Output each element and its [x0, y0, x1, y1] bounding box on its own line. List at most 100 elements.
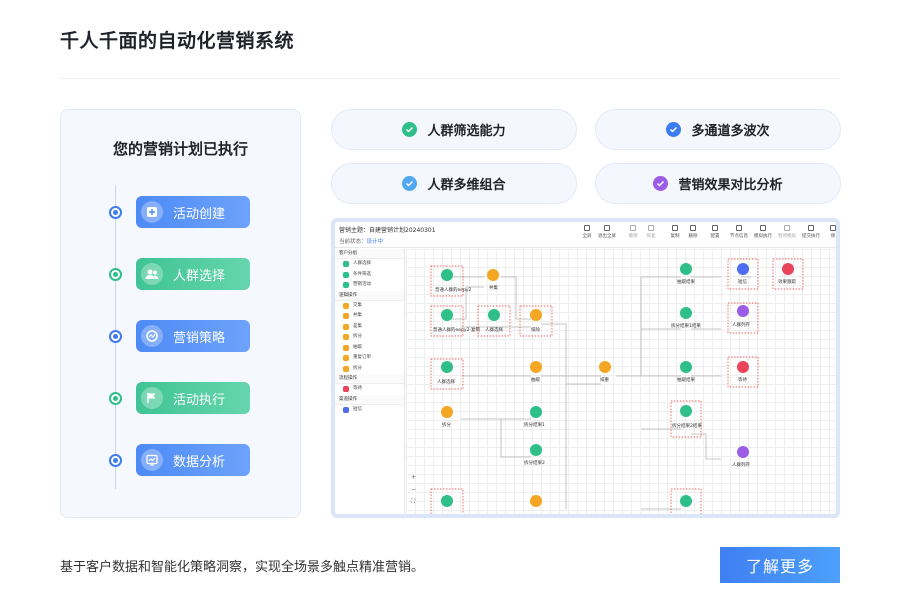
- sidebar-item[interactable]: 交集: [335, 301, 404, 312]
- chart-icon: [141, 449, 163, 471]
- svg-text:普通人群的eepy2: 普通人群的eepy2: [435, 286, 472, 293]
- feature-effect-analysis: 营销效果对比分析: [595, 163, 841, 204]
- toolbar-copy[interactable]: 复制: [665, 225, 685, 239]
- toolbar-exit-fullscreen[interactable]: 退出全屏: [597, 225, 617, 239]
- toolbar-fullscreen[interactable]: 全屏: [577, 225, 597, 239]
- footer-description: 基于客户数据和智能化策略洞察，实现全场景多触点精准营销。: [60, 560, 425, 575]
- feature-audience-filter: 人群筛选能力: [331, 109, 577, 150]
- sidebar-item[interactable]: 差集: [335, 322, 404, 333]
- svg-text:拆分结果1: 拆分结果1: [524, 421, 545, 428]
- toolbar-delete[interactable]: 删除: [683, 225, 703, 239]
- flag-icon: [141, 387, 163, 409]
- svg-text:普通人群的eepy2-复制: 普通人群的eepy2-复制: [433, 326, 481, 333]
- svg-text:抽取: 抽取: [531, 376, 540, 383]
- step-pill[interactable]: 营销策略: [136, 320, 250, 352]
- status-text: 当前状态：设计中: [339, 237, 383, 245]
- feature-multi-channel: 多通道多波次: [595, 109, 841, 150]
- sidebar-item[interactable]: 等待: [335, 384, 404, 395]
- workflow-graph: 普通人群的eepy2 并集 普通人群的eepy2-复制 人群选择 排除: [411, 258, 804, 514]
- workflow-editor: 营销主题：自建营销计划20240301 当前状态：设计中 全屏 退出全屏 撤销 …: [335, 222, 836, 514]
- sidebar-item[interactable]: 条件筛选: [335, 270, 404, 281]
- sidebar-item[interactable]: 抽取: [335, 343, 404, 354]
- svg-text:−: −: [411, 486, 416, 493]
- svg-text:+: +: [411, 474, 416, 481]
- step-label: 人群选择: [173, 268, 226, 284]
- timeline-dot: [109, 206, 122, 219]
- svg-text:人群选择: 人群选择: [437, 378, 455, 385]
- step-label: 营销策略: [173, 330, 226, 346]
- timeline-dot: [109, 454, 122, 467]
- feature-label: 多通道多波次: [691, 124, 770, 139]
- panel-title: 您的营销计划已执行: [112, 140, 248, 158]
- toolbar-simulate[interactable]: 模拟执行: [753, 225, 773, 239]
- check-circle-icon: [653, 176, 669, 191]
- step-label: 活动创建: [173, 206, 226, 222]
- step-marketing-strategy[interactable]: 营销策略: [105, 320, 285, 352]
- feature-multi-dimension: 人群多维组合: [331, 163, 577, 204]
- workflow-canvas[interactable]: 普通人群的eepy2 并集 普通人群的eepy2-复制 人群选择 排除: [406, 249, 836, 514]
- sidebar-section[interactable]: 逻辑操作: [335, 290, 404, 301]
- sidebar-item[interactable]: 营销活动: [335, 280, 404, 291]
- check-circle-icon: [402, 176, 418, 191]
- timeline-dot: [109, 330, 122, 343]
- editor-header: 营销主题：自建营销计划20240301 当前状态：设计中 全屏 退出全屏 撤销 …: [335, 222, 836, 248]
- users-icon: [141, 263, 163, 285]
- strategy-icon: [141, 325, 163, 347]
- sidebar-item[interactable]: 重复订单: [335, 353, 404, 364]
- step-pill[interactable]: 活动创建: [136, 196, 250, 228]
- sidebar-section[interactable]: 渠道操作: [335, 394, 404, 405]
- svg-text:⛶: ⛶: [411, 498, 416, 505]
- sidebar-section[interactable]: 流程操作: [335, 374, 404, 384]
- execution-panel: 您的营销计划已执行 活动创建 人群选择: [60, 109, 301, 518]
- svg-text:排除: 排除: [531, 326, 540, 333]
- svg-text:人群列存: 人群列存: [732, 321, 750, 328]
- step-pill[interactable]: 活动执行: [136, 382, 250, 414]
- toolbar-submit[interactable]: 提交执行: [801, 225, 821, 239]
- status-value: 设计中: [366, 239, 384, 245]
- marketing-subject: 营销主题：自建营销计划20240301: [339, 227, 436, 234]
- step-activity-create[interactable]: 活动创建: [105, 196, 285, 228]
- svg-text:拆分: 拆分: [442, 421, 451, 428]
- timeline-dot: [109, 392, 122, 405]
- sidebar-item[interactable]: 短信: [335, 405, 404, 416]
- toolbar-config[interactable]: 配置: [705, 225, 725, 239]
- feature-label: 营销效果对比分析: [678, 178, 783, 193]
- toolbar-pause[interactable]: 暂停模拟: [777, 225, 797, 239]
- step-activity-execute[interactable]: 活动执行: [105, 382, 285, 414]
- add-icon: [141, 201, 163, 223]
- step-data-analysis[interactable]: 数据分析: [105, 444, 285, 476]
- workflow-connectors: [444, 276, 751, 510]
- svg-text:短信: 短信: [738, 278, 747, 285]
- workflow-nodes: 普通人群的eepy2 并集 普通人群的eepy2-复制 人群选择 排除: [430, 258, 804, 514]
- sidebar-item[interactable]: 人群选择: [335, 259, 404, 270]
- svg-text:拆分结果1结果: 拆分结果1结果: [671, 322, 701, 329]
- step-label: 数据分析: [173, 454, 226, 470]
- sidebar-item[interactable]: 并集: [335, 311, 404, 322]
- toolbar-undo[interactable]: 撤销: [623, 225, 643, 239]
- sidebar-item[interactable]: 拆分: [335, 332, 404, 343]
- step-pill[interactable]: 人群选择: [136, 258, 250, 290]
- svg-text:抽取结果: 抽取结果: [677, 278, 695, 285]
- svg-text:效果跟踪: 效果跟踪: [778, 278, 796, 285]
- page-title: 千人千面的自动化营销系统: [60, 30, 295, 52]
- svg-text:拆分结果2结果: 拆分结果2结果: [672, 422, 702, 429]
- feature-label: 人群多维组合: [427, 178, 506, 193]
- svg-text:人群选择: 人群选择: [485, 326, 503, 333]
- learn-more-button[interactable]: 了解更多: [720, 547, 840, 583]
- step-pill[interactable]: 数据分析: [136, 444, 250, 476]
- toolbar-node-info[interactable]: 节点信息: [729, 225, 749, 239]
- zoom-controls: + − ⛶: [411, 474, 416, 505]
- step-audience-select[interactable]: 人群选择: [105, 258, 285, 290]
- editor-sidebar: 客户分组 人群选择 条件筛选 营销活动 逻辑操作 交集 并集 差集 拆分 抽取 …: [335, 249, 405, 514]
- divider: [60, 78, 840, 79]
- toolbar-save[interactable]: 保: [823, 225, 836, 239]
- sidebar-item[interactable]: 拆分: [335, 364, 404, 375]
- check-circle-icon: [402, 122, 418, 137]
- svg-text:拆分结果2: 拆分结果2: [524, 459, 545, 466]
- step-label: 活动执行: [173, 392, 226, 408]
- timeline-dot: [109, 268, 122, 281]
- toolbar-redo[interactable]: 恢复: [641, 225, 661, 239]
- sidebar-section[interactable]: 客户分组: [335, 249, 404, 259]
- status-label: 当前状态：: [339, 239, 367, 245]
